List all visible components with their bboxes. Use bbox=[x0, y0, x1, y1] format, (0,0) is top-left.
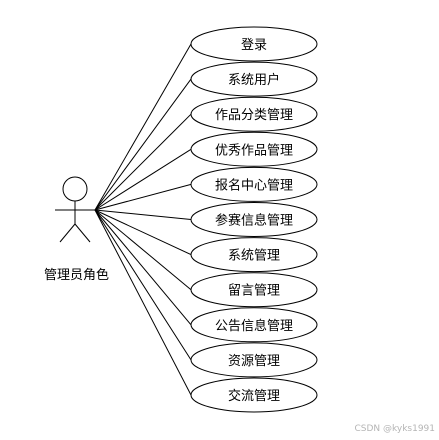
actor-label: 管理员角色 bbox=[44, 268, 110, 283]
actor-right-leg bbox=[74, 223, 91, 243]
use-case-ellipse bbox=[190, 307, 318, 343]
use-case-ellipse bbox=[190, 26, 318, 62]
use-case-ellipse bbox=[190, 131, 318, 167]
association-line bbox=[94, 113, 192, 211]
use-case-label: 系统管理 bbox=[228, 249, 280, 264]
use-case-label: 作品分类管理 bbox=[215, 108, 293, 123]
association-line bbox=[94, 209, 192, 396]
use-case-list: 登录系统用户作品分类管理优秀作品管理报名中心管理参赛信息管理系统管理留言管理公告… bbox=[190, 26, 318, 413]
use-case: 公告信息管理 bbox=[190, 307, 318, 343]
use-case-ellipse bbox=[190, 272, 318, 308]
use-case: 优秀作品管理 bbox=[190, 131, 318, 167]
use-case-ellipse bbox=[190, 61, 318, 97]
use-case: 作品分类管理 bbox=[190, 96, 318, 132]
connector-lines bbox=[94, 43, 192, 396]
use-case: 交流管理 bbox=[190, 377, 318, 413]
use-case-label: 系统用户 bbox=[228, 72, 280, 88]
use-case: 资源管理 bbox=[190, 342, 318, 378]
use-case-ellipse bbox=[190, 96, 318, 132]
association-line bbox=[94, 209, 192, 326]
use-case: 系统用户 bbox=[190, 61, 318, 97]
use-case-ellipse bbox=[190, 166, 318, 202]
use-case: 留言管理 bbox=[190, 272, 318, 308]
association-line bbox=[94, 209, 192, 220]
use-case: 报名中心管理 bbox=[190, 166, 318, 202]
association-line bbox=[94, 78, 192, 211]
association-line bbox=[94, 209, 192, 361]
use-case-ellipse bbox=[190, 377, 318, 413]
use-case-ellipse bbox=[190, 342, 318, 378]
use-case-label: 资源管理 bbox=[228, 354, 280, 369]
use-case-label: 优秀作品管理 bbox=[215, 143, 293, 158]
association-line bbox=[94, 43, 192, 211]
use-case-label: 留言管理 bbox=[228, 284, 280, 299]
use-case-label: 参赛信息管理 bbox=[215, 213, 293, 229]
association-line bbox=[94, 209, 192, 291]
association-line bbox=[94, 209, 192, 256]
actor-left-leg bbox=[59, 223, 76, 243]
use-case: 参赛信息管理 bbox=[190, 202, 318, 237]
stick-figure-actor-icon bbox=[55, 176, 95, 243]
use-case-label: 报名中心管理 bbox=[215, 177, 293, 193]
association-line bbox=[94, 148, 192, 211]
watermark: CSDN @kyks1991 bbox=[354, 424, 435, 434]
association-line bbox=[94, 183, 192, 211]
use-case-label: 公告信息管理 bbox=[215, 318, 293, 334]
use-case-ellipse bbox=[190, 237, 318, 273]
actor-head bbox=[62, 176, 88, 202]
use-case-ellipse bbox=[190, 202, 318, 237]
use-case: 系统管理 bbox=[190, 237, 318, 273]
use-case-label: 交流管理 bbox=[228, 388, 280, 404]
use-case: 登录 bbox=[190, 26, 318, 62]
use-case-label: 登录 bbox=[241, 38, 267, 53]
